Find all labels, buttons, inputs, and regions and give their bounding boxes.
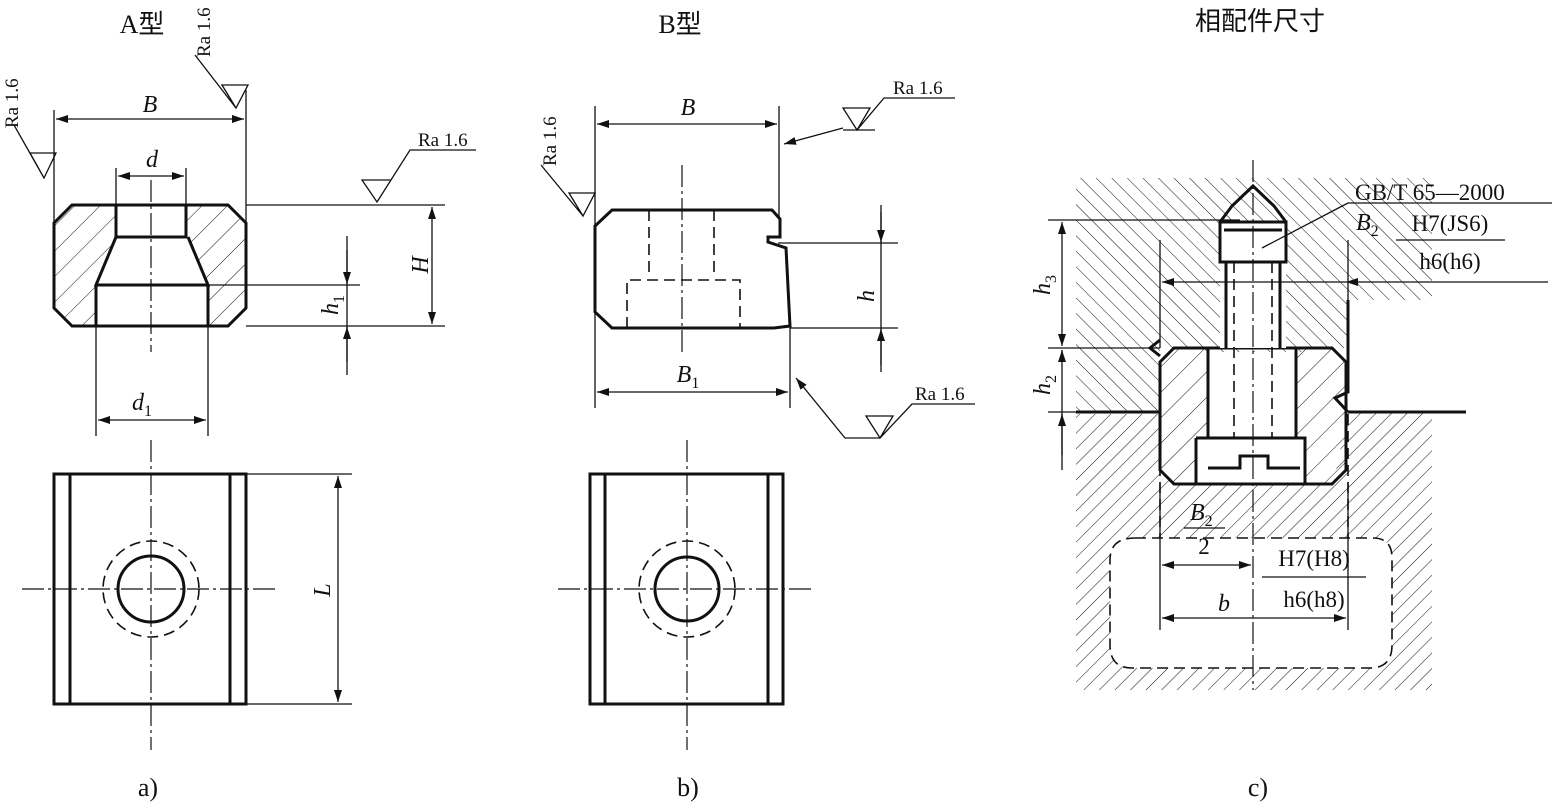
svg-text:Ra 1.6: Ra 1.6 [2, 78, 23, 128]
dim-h3-label: h3 [1030, 275, 1060, 295]
svg-text:Ra 1.6: Ra 1.6 [194, 7, 215, 57]
dim-h1-label: h1 [318, 295, 348, 315]
view-a-top: L [22, 440, 352, 750]
fit-bottom-numerator: H7(H8) [1278, 546, 1350, 571]
svg-text:Ra 1.6: Ra 1.6 [915, 384, 965, 405]
standard-label: GB/T 65—2000 [1355, 180, 1505, 205]
svg-text:Ra 1.6: Ra 1.6 [418, 130, 468, 151]
dim-d1-label: d1 [132, 390, 152, 420]
roughness-b-left: Ra 1.6 [540, 116, 597, 218]
roughness-a-right: Ra 1.6 [194, 7, 250, 110]
roughness-a-left: Ra 1.6 [2, 78, 58, 180]
label-c: c) [1248, 773, 1268, 802]
dim-h-label: H [408, 255, 434, 275]
label-a: a) [138, 773, 158, 802]
roughness-a-top: Ra 1.6 [360, 130, 476, 204]
fit-bottom-denominator: h6(h8) [1283, 587, 1344, 612]
view-b-side: B B1 h [593, 95, 898, 408]
dim-b2-label: B [681, 95, 696, 121]
fit-top-denominator: h6(h6) [1419, 249, 1480, 274]
dim-l-label: L [310, 583, 336, 597]
title-mating-parts: 相配件尺寸 [1195, 7, 1325, 36]
dim-b1-label: B1 [677, 362, 700, 392]
dim-b2-half-num: B2 [1190, 500, 1213, 530]
view-b-top [558, 440, 815, 750]
roughness-b-bottom: Ra 1.6 [795, 377, 975, 440]
dim-b-label: B [143, 92, 158, 118]
label-b: b) [677, 773, 699, 802]
dim-d-label: d [146, 147, 159, 173]
svg-text:Ra 1.6: Ra 1.6 [540, 116, 561, 166]
title-type-b: B型 [658, 10, 701, 39]
roughness-b-top: Ra 1.6 [783, 78, 955, 145]
fit-top-numerator: H7(JS6) [1412, 211, 1489, 236]
title-type-a: A型 [120, 10, 165, 39]
svg-text:Ra 1.6: Ra 1.6 [893, 78, 943, 99]
dim-h-b-label: h [854, 290, 880, 302]
dim-h2-label: h2 [1030, 375, 1060, 395]
dim-b2-half-den: 2 [1198, 534, 1210, 559]
dim-b2-top-label: B2 [1356, 210, 1379, 240]
view-a-section: B d d1 H h1 [52, 90, 445, 436]
dim-b-small-label: b [1218, 591, 1230, 617]
view-c-assembly: h3 h2 B2 H7(JS6) h6(h6) GB/T 65—2000 B2 … [1030, 160, 1552, 690]
